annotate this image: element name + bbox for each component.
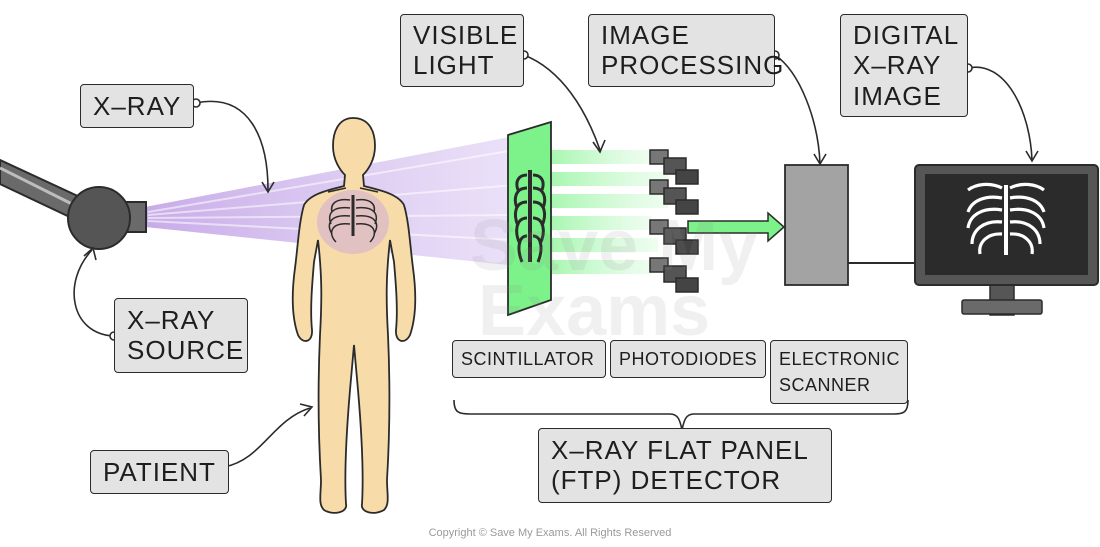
watermark-line-2: Exams	[478, 271, 711, 351]
monitor	[914, 164, 1099, 316]
xray-source-label: X–RAY SOURCE	[114, 298, 248, 373]
monitor-ribcage-image	[966, 182, 1046, 255]
patient-label-arrow	[223, 407, 311, 468]
visible-light-label-arrow	[523, 54, 601, 151]
image-processing-label-arrow	[774, 54, 821, 164]
photodiode-group	[649, 257, 699, 293]
photodiodes	[649, 149, 699, 293]
xray-tube-head	[67, 186, 131, 250]
photodiode-group	[649, 179, 699, 215]
patient-label: PATIENT	[90, 450, 229, 495]
electronic-scanner-box	[784, 164, 849, 286]
xray-label: X–RAY	[80, 84, 195, 129]
electronic-scanner-label: ELECTRONIC SCANNER	[770, 340, 908, 405]
copyright-notice: Copyright © Save My Exams. All Rights Re…	[428, 527, 672, 539]
ftp-detector-label: X–RAY FLAT PANEL (FTP) DETECTOR	[538, 428, 832, 503]
patient-figure	[291, 117, 417, 514]
image-processing-label: IMAGE PROCESSING	[588, 14, 783, 87]
visible-light-rays	[548, 150, 668, 274]
scintillator-panel	[507, 120, 552, 317]
watermark-line-1: Save My	[470, 206, 759, 286]
digital-image-label-arrow	[967, 66, 1033, 161]
scintillator-label: SCINTILLATOR	[452, 340, 606, 379]
ftp-bracket	[453, 399, 909, 431]
photodiode-group	[649, 219, 699, 255]
scintillator-ribcage-image	[513, 170, 547, 263]
xray-source	[0, 158, 147, 250]
signal-arrow	[687, 211, 786, 243]
visible-light-label: VISIBLE LIGHT	[400, 14, 524, 87]
photodiode-group	[649, 149, 699, 185]
digital-xray-image-label: DIGITAL X–RAY IMAGE	[840, 14, 968, 118]
xray-label-arrow	[195, 100, 269, 191]
source-label-arrow	[73, 249, 115, 337]
patient-ribcage	[327, 187, 379, 243]
photodiodes-label: PHOTODIODES	[610, 340, 766, 379]
